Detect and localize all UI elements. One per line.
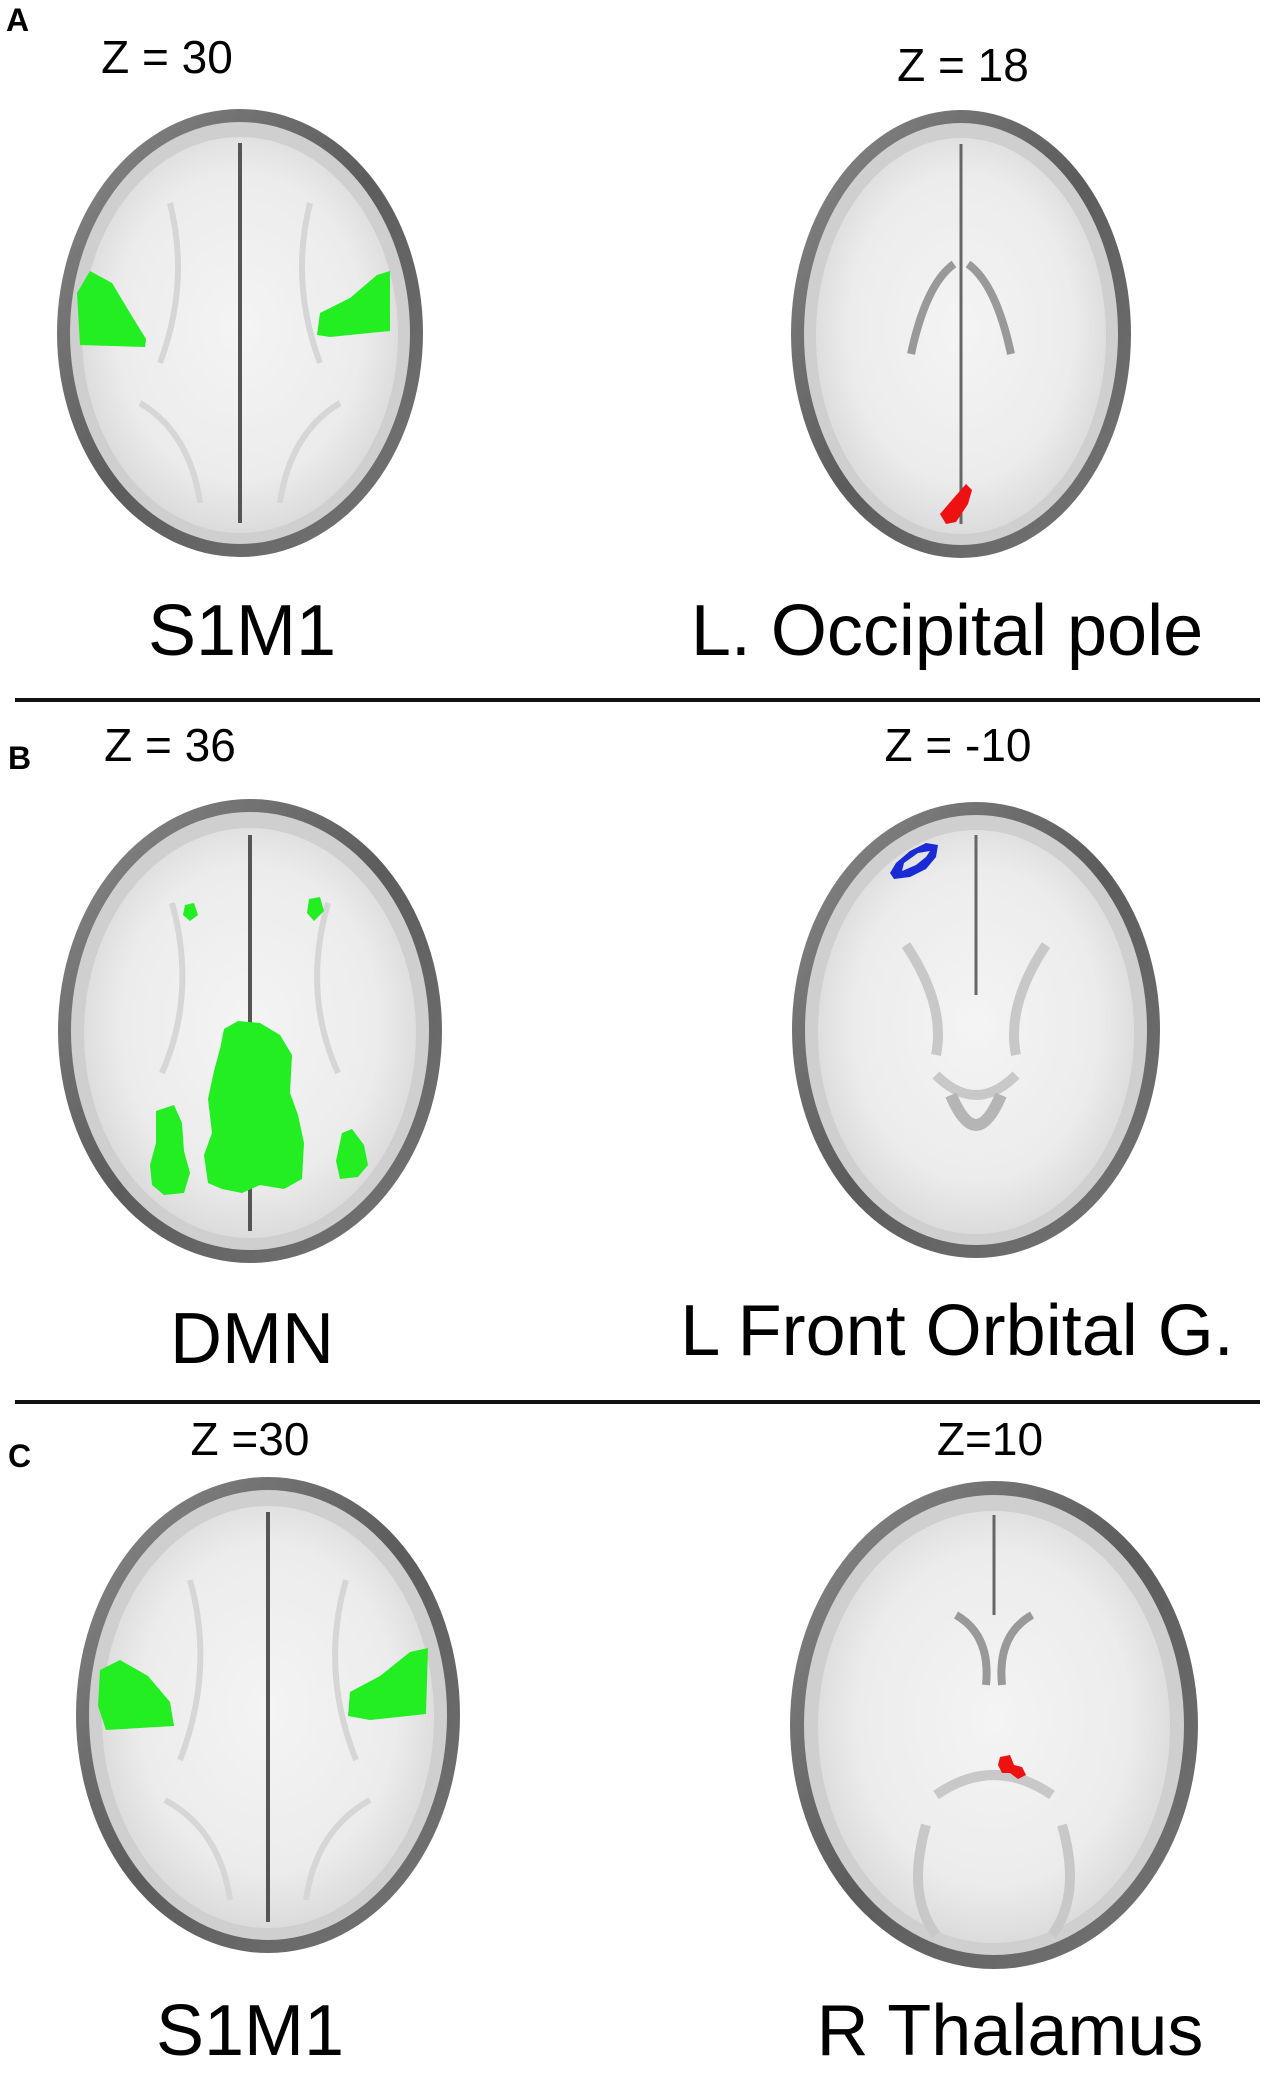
overlay-cluster (150, 1105, 190, 1195)
brain-tissue (818, 830, 1134, 1234)
overlay-cluster (336, 1129, 368, 1179)
panel-letter-a: A (6, 2, 30, 38)
brain-slice-b-right (792, 802, 1160, 1258)
ventricles (953, 1611, 1035, 1686)
region-label: L. Occipital pole (690, 591, 1204, 671)
region-label: L Front Orbital G. (680, 1291, 1234, 1371)
region-label: DMN (170, 1299, 334, 1379)
panel-divider (15, 1400, 1260, 1404)
panel-divider (15, 698, 1260, 702)
slice-z-label: Z=10 (936, 1413, 1044, 1465)
ventricles (907, 260, 1015, 355)
region-label: S1M1 (147, 591, 337, 671)
overlay-cluster-posterior-cingulate (204, 1021, 304, 1193)
brain-slice-b-left (58, 799, 442, 1263)
overlay-cluster-right (317, 271, 390, 337)
slice-z-label: Z = 36 (104, 719, 236, 771)
brain-tissue (818, 1511, 1170, 1943)
brain-slice-a-left (57, 109, 423, 557)
slice-z-label: Z = -10 (884, 719, 1032, 771)
brain-slice-a-right (791, 110, 1131, 558)
region-label: S1M1 (155, 1991, 345, 2071)
slice-z-label: Z =30 (190, 1413, 310, 1465)
overlay-cluster-left (98, 1660, 174, 1730)
slice-z-label: Z = 30 (101, 31, 233, 83)
brain-slice-c-left (76, 1477, 460, 1953)
overlay-cluster (183, 903, 198, 921)
slice-z-label: Z = 18 (897, 39, 1029, 91)
overlay-cluster (307, 897, 324, 921)
brain-slice-c-right (790, 1481, 1198, 1969)
panel-letter-c: C (8, 1438, 32, 1474)
overlay-cluster (998, 1755, 1026, 1779)
overlay-cluster (890, 843, 938, 879)
overlay-cluster (940, 484, 972, 524)
region-label: R Thalamus (816, 1991, 1204, 2071)
overlay-cluster-right (348, 1648, 428, 1720)
overlay-cluster-left (77, 271, 146, 347)
panel-letter-b: B (8, 740, 32, 776)
